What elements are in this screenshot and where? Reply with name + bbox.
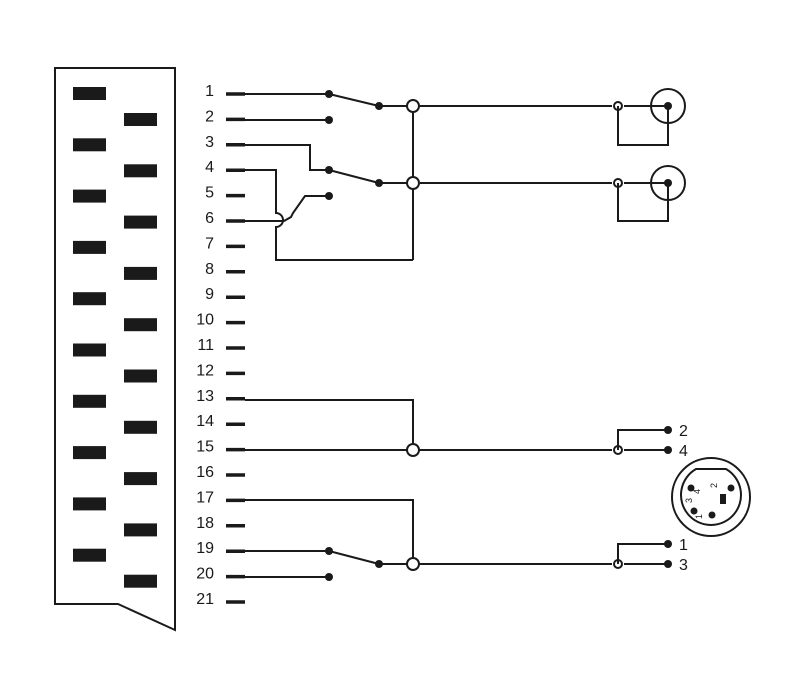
din-pin-3: 3 [684,498,694,503]
wire-pin4-ground [245,111,414,261]
pin-label-2: 2 [205,108,214,125]
pin-label-18: 18 [196,515,214,532]
wiring [245,88,686,578]
scart-slot [124,164,157,178]
wire-svideo-luma [245,399,668,451]
pin-label-12: 12 [196,362,214,379]
pin-label-8: 8 [205,261,214,278]
scart-connector-icon [54,67,176,632]
scart-slot [73,548,106,562]
scart-slot [73,292,106,306]
rca-jack-icon [650,88,686,124]
wire-jack-2 [420,182,669,222]
din-pin-4: 4 [692,489,702,494]
scart-slot [73,497,106,511]
scart-slot [73,343,106,357]
crossover-4-icon [406,557,420,571]
scart-slot [124,318,157,332]
scart-slot [73,87,106,100]
scart-slot [73,189,106,203]
svideo-label-1: 1 [679,537,688,554]
svideo-label-4: 4 [679,443,688,460]
pin-label-20: 20 [196,566,214,583]
pin-label-4: 4 [205,159,214,176]
mini-din-4-icon: 4 1 2 3 [671,457,751,537]
scart-slot [124,523,157,537]
din-pin-1: 1 [694,514,704,519]
wire-jack-1 [420,105,669,146]
crossover-2-icon [406,176,420,190]
svideo-label-2: 2 [679,423,688,440]
pin-label-19: 19 [196,540,214,557]
switch-2 [245,144,407,222]
pin-label-7: 7 [205,235,214,252]
rca-jack-icon [650,165,686,201]
junction-svideo-b-icon [613,559,623,569]
junction-jack-1-icon [613,101,623,111]
pin-label-10: 10 [196,312,214,329]
contact-dots [325,90,672,581]
crossover-3-icon [406,443,420,457]
scart-pin-stubs [226,92,245,604]
scart-slot [73,394,106,408]
scart-slot [124,215,157,229]
din-pin-2: 2 [709,483,719,488]
svideo-label-3: 3 [679,557,688,574]
pin-label-1: 1 [205,83,214,100]
scart-slot [124,266,157,280]
crossover-1-icon [406,99,420,113]
wire-svideo-chroma [245,499,668,578]
pin-label-21: 21 [196,591,214,608]
scart-slot [124,472,157,486]
junction-svideo-a-icon [613,445,623,455]
pin-label-11: 11 [197,337,214,354]
scart-slot [73,138,106,152]
scart-slot [124,574,157,588]
pin-label-13: 13 [196,388,214,405]
pin-label-15: 15 [196,439,214,456]
pin-label-5: 5 [205,185,214,202]
switch-1 [245,93,407,121]
pin-label-6: 6 [205,210,214,227]
pin-label-3: 3 [205,134,214,151]
pin-label-16: 16 [196,464,214,481]
scart-slot [124,369,157,383]
pin-label-17: 17 [196,489,214,506]
pin-label-9: 9 [205,286,214,303]
scart-slot [73,446,106,460]
scart-slot [124,420,157,434]
scart-slot [73,240,106,254]
scart-slot [124,113,157,126]
pin-label-14: 14 [196,413,214,430]
junction-jack-2-icon [613,178,623,188]
